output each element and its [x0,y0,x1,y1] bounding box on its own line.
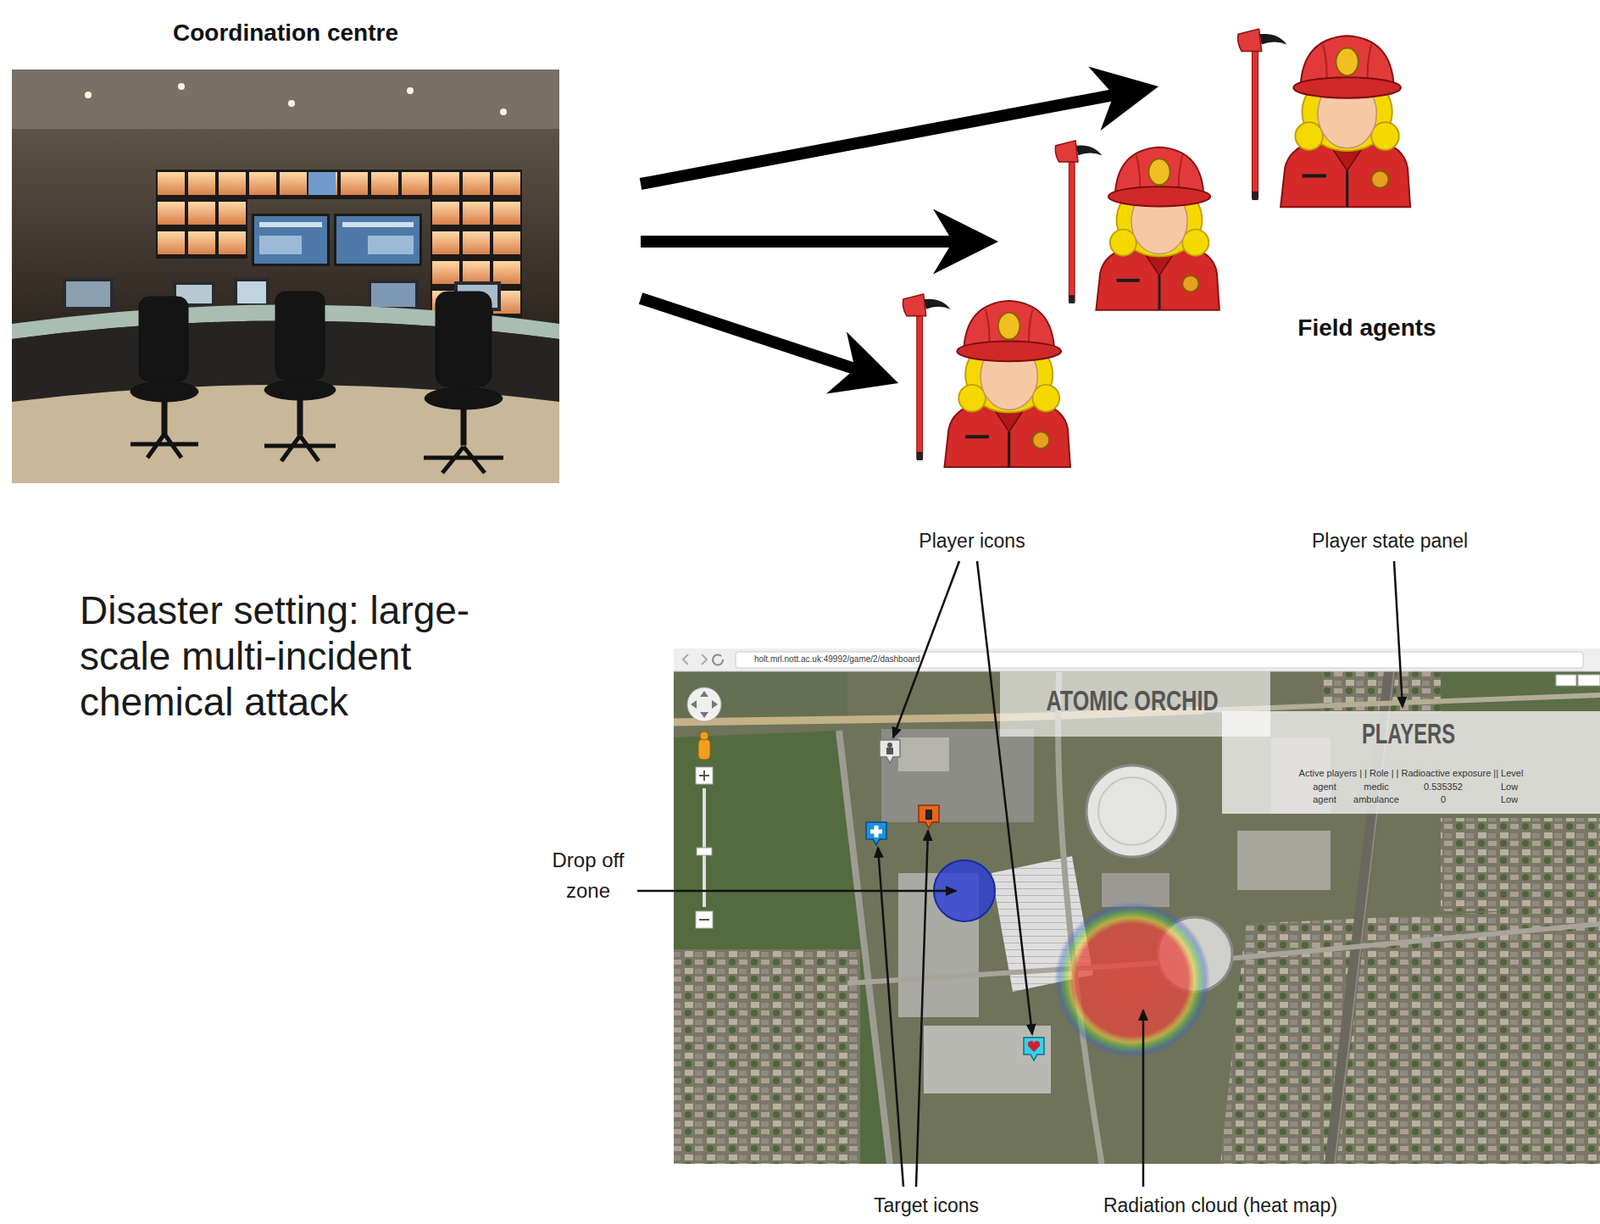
target-icon [866,822,887,845]
url-text: holt.mrl.nott.ac.uk:49992/game/2/dashboa… [754,653,921,666]
radiation-cloud [1054,901,1211,1058]
table-cell: Low [1500,794,1518,806]
table-header: Active players | | Role | | Radioactive … [1299,767,1524,779]
node-label: Field agents [1297,313,1436,343]
callout-label: Drop off zone [537,844,639,906]
player-icon [879,739,900,763]
table-cell: agent [1312,781,1337,793]
target-icon [918,805,939,828]
table-cell: 0 [1440,794,1446,806]
callout-label: Radiation cloud (heat map) [1103,1193,1338,1217]
command-arrow [640,235,965,248]
table-cell: agent [1312,794,1337,806]
control-room-photo [11,69,560,484]
coordination-centre: Coordination centre [11,15,560,484]
node-label: Coordination centre [172,18,399,48]
command-arrow [640,92,1126,184]
map-screenshot [673,648,1600,1164]
command-arrow [640,298,867,373]
table-cell: Low [1500,781,1518,793]
callout-label: Target icons [873,1193,979,1217]
table-cell: medic [1363,781,1389,793]
setting-note: Disaster setting: large-scale multi-inci… [79,587,538,725]
field-agents-group: Field agents [881,16,1467,479]
table-cell: 0.535352 [1423,781,1463,793]
callout-label: Player icons [918,528,1025,553]
field-agent-icon [1055,140,1220,311]
app-title: ATOMIC ORCHID [1045,683,1218,717]
player-icon [1023,1037,1045,1061]
callout-label: Player state panel [1311,528,1468,553]
leader-lines [637,561,1403,1187]
panel-title: PLAYERS [1361,716,1456,750]
field-agent-icon [1238,28,1411,207]
table-cell: ambulance [1353,794,1400,806]
field-agent-icon [902,294,1071,467]
